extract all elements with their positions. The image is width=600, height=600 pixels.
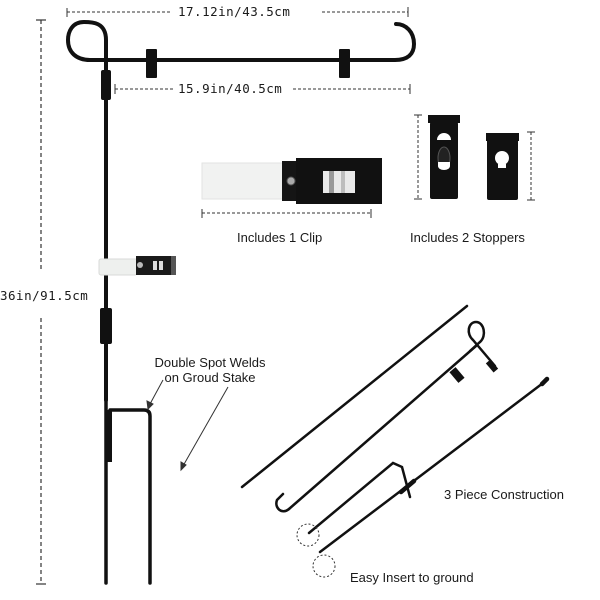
top-stopper-left [146, 49, 157, 78]
top-width-dimension-line [66, 7, 409, 17]
pole-connector-bottom [100, 308, 112, 344]
welds-line-1: Double Spot Welds [154, 355, 266, 370]
top-stopper-right [339, 49, 350, 78]
welds-leader-lines [146, 379, 229, 472]
flag-width-dimension-line [114, 84, 411, 94]
construction-annotation: 3 Piece Construction [444, 487, 564, 502]
stopper-dimension-lines [414, 114, 535, 201]
clip-detail [201, 158, 382, 204]
stopper-large [428, 115, 460, 199]
clip-caption: Includes 1 Clip [237, 230, 323, 245]
height-label: 36in/91.5cm [0, 288, 89, 303]
stoppers-caption: Includes 2 Stoppers [410, 230, 525, 245]
welds-line-2: on Groud Stake [164, 370, 256, 385]
pole-connector-top [101, 70, 111, 100]
height-dimension-line [36, 19, 46, 585]
insert-point-markers [296, 523, 336, 578]
flag-width-label: 15.9in/40.5cm [178, 81, 283, 96]
flag-stand [65, 19, 417, 585]
insert-annotation: Easy Insert to ground [350, 570, 474, 585]
stopper-small [486, 133, 519, 200]
welds-annotation: Double Spot Welds on Groud Stake [150, 355, 270, 385]
top-width-label: 17.12in/43.5cm [178, 4, 291, 19]
pole-clip [98, 256, 176, 276]
three-piece-parts [240, 304, 550, 554]
clip-dimension-line [201, 209, 372, 218]
